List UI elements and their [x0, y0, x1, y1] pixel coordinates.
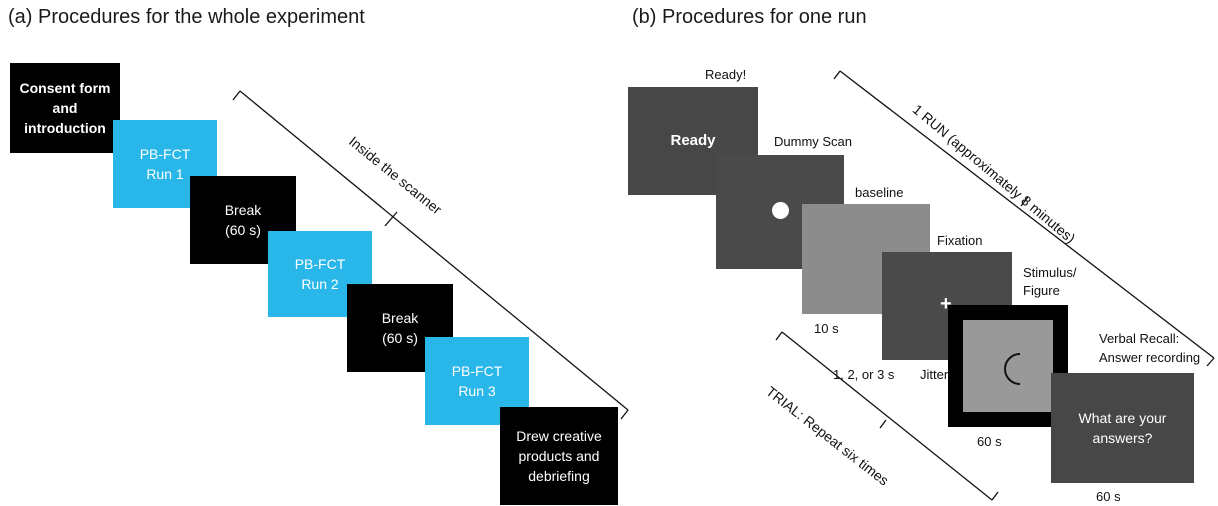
trial-bracket [775, 331, 999, 501]
scanner-bracket [232, 90, 629, 420]
stimulus-figure-area [963, 320, 1053, 412]
dot-icon [772, 202, 789, 219]
debriefing-step: Drew creative products and debriefing [500, 407, 618, 505]
run-bracket [833, 70, 1215, 367]
stimulus-duration: 60 s [977, 434, 1002, 449]
run3-step: PB-FCT Run 3 [425, 337, 529, 425]
panel-b-title: (b) Procedures for one run [632, 6, 867, 28]
panel-a-title: (a) Procedures for the whole experiment [8, 6, 365, 28]
stimulus-screen [948, 305, 1068, 427]
fixation-duration: 1, 2, or 3 s [833, 367, 895, 382]
ready-caption: Ready! [705, 67, 747, 82]
ready-screen: Ready [628, 87, 758, 195]
recall-caption: Verbal Recall: Answer recording [1099, 331, 1201, 365]
stimulus-caption: Stimulus/ Figure [1023, 265, 1077, 298]
fixation-caption: Fixation [937, 233, 983, 248]
fixation-cross-icon: + [940, 293, 952, 315]
jitter-label: Jitter [920, 367, 949, 382]
arc-figure-icon [1004, 353, 1021, 385]
baseline-caption: baseline [855, 185, 904, 200]
consent-step: Consent form and introduction [10, 63, 120, 153]
run2-step: PB-FCT Run 2 [268, 231, 372, 317]
baseline-duration: 10 s [814, 321, 839, 336]
recall-duration: 60 s [1096, 489, 1121, 504]
break1-step: Break (60 s) [190, 176, 296, 264]
recall-screen: What are your answers? [1051, 373, 1194, 483]
dummy-scan-caption: Dummy Scan [774, 134, 853, 149]
